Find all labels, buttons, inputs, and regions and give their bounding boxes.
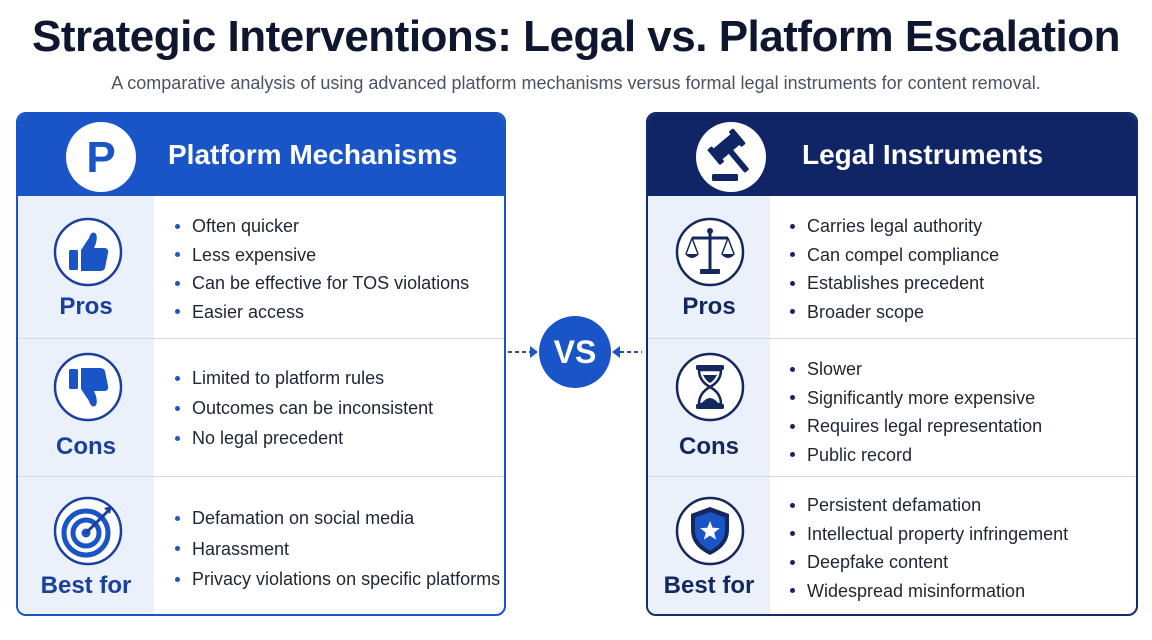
platform-pros-label: Pros	[59, 293, 113, 320]
thumbs-up-icon	[52, 216, 124, 288]
hourglass-icon	[674, 351, 746, 423]
legal-best-for-label: Best for	[663, 572, 755, 599]
platform-mechanisms-panel: P Platform Mechanisms Pros Often quicker…	[16, 112, 506, 616]
list-item: Establishes precedent	[789, 269, 1126, 298]
list-item: Less expensive	[174, 241, 494, 270]
thumbs-down-icon	[52, 351, 124, 423]
platform-best-for-row: Best for Defamation on social media Hara…	[18, 476, 504, 614]
legal-pros-list: Carries legal authority Can compel compl…	[789, 212, 1126, 326]
legal-best-for-list: Persistent defamation Intellectual prope…	[789, 491, 1126, 605]
platform-pros-side: Pros	[18, 196, 154, 338]
list-item: Slower	[789, 355, 1126, 384]
page-title: Strategic Interventions: Legal vs. Platf…	[32, 12, 1120, 61]
list-item: Broader scope	[789, 298, 1126, 327]
list-item: Often quicker	[174, 212, 494, 241]
list-item: Privacy violations on specific platforms	[174, 564, 500, 595]
legal-cons-row: Cons Slower Significantly more expensive…	[648, 338, 1136, 477]
list-item: Persistent defamation	[789, 491, 1126, 520]
list-item: Significantly more expensive	[789, 384, 1126, 413]
platform-best-for-label: Best for	[40, 572, 132, 599]
vs-connector-arrows	[508, 346, 642, 358]
list-item: No legal precedent	[174, 423, 494, 453]
platform-cons-side: Cons	[18, 339, 154, 477]
legal-instruments-panel: Legal Instruments Pros	[646, 112, 1138, 616]
legal-cons-side: Cons	[648, 339, 770, 477]
list-item: Carries legal authority	[789, 212, 1126, 241]
shield-star-icon	[674, 495, 746, 567]
list-item: Widespread misinformation	[789, 577, 1126, 606]
list-item: Can be effective for TOS violations	[174, 269, 494, 298]
legal-best-for-side: Best for	[648, 477, 770, 614]
list-item: Limited to platform rules	[174, 363, 494, 393]
page-subtitle: A comparative analysis of using advanced…	[111, 73, 1041, 93]
platform-pros-row: Pros Often quicker Less expensive Can be…	[18, 196, 504, 338]
legal-panel-title: Legal Instruments	[802, 139, 1044, 170]
legal-panel-header: Legal Instruments	[648, 114, 1136, 196]
legal-cons-label: Cons	[679, 433, 739, 460]
platform-panel-header: P Platform Mechanisms	[18, 114, 504, 196]
p-letter-icon: P	[66, 122, 136, 192]
legal-cons-list: Slower Significantly more expensive Requ…	[789, 355, 1126, 469]
list-item: Harassment	[174, 534, 494, 565]
list-item: Public record	[789, 441, 1126, 470]
platform-best-for-list: Defamation on social media Harassment Pr…	[174, 503, 500, 595]
legal-pros-side: Pros	[648, 196, 770, 338]
vs-badge: VS	[539, 316, 611, 388]
target-icon	[52, 495, 124, 567]
legal-pros-row: Pros Carries legal authority Can compel …	[648, 196, 1136, 338]
platform-pros-list: Often quicker Less expensive Can be effe…	[174, 212, 494, 326]
platform-cons-list: Limited to platform rules Outcomes can b…	[174, 363, 494, 453]
platform-panel-title: Platform Mechanisms	[168, 139, 458, 170]
list-item: Defamation on social media	[174, 503, 494, 534]
platform-cons-row: Cons Limited to platform rules Outcomes …	[18, 338, 504, 477]
list-item: Requires legal representation	[789, 412, 1126, 441]
list-item: Outcomes can be inconsistent	[174, 393, 494, 423]
list-item: Intellectual property infringement	[789, 520, 1126, 549]
list-item: Easier access	[174, 298, 494, 327]
platform-best-for-side: Best for	[18, 477, 154, 614]
list-item: Deepfake content	[789, 548, 1126, 577]
scales-icon	[674, 216, 746, 288]
list-item: Can compel compliance	[789, 241, 1126, 270]
legal-best-for-row: Best for Persistent defamation Intellect…	[648, 476, 1136, 614]
platform-cons-label: Cons	[56, 433, 116, 460]
svg-text:P: P	[86, 133, 115, 182]
gavel-icon	[696, 122, 766, 192]
legal-pros-label: Pros	[682, 293, 736, 320]
